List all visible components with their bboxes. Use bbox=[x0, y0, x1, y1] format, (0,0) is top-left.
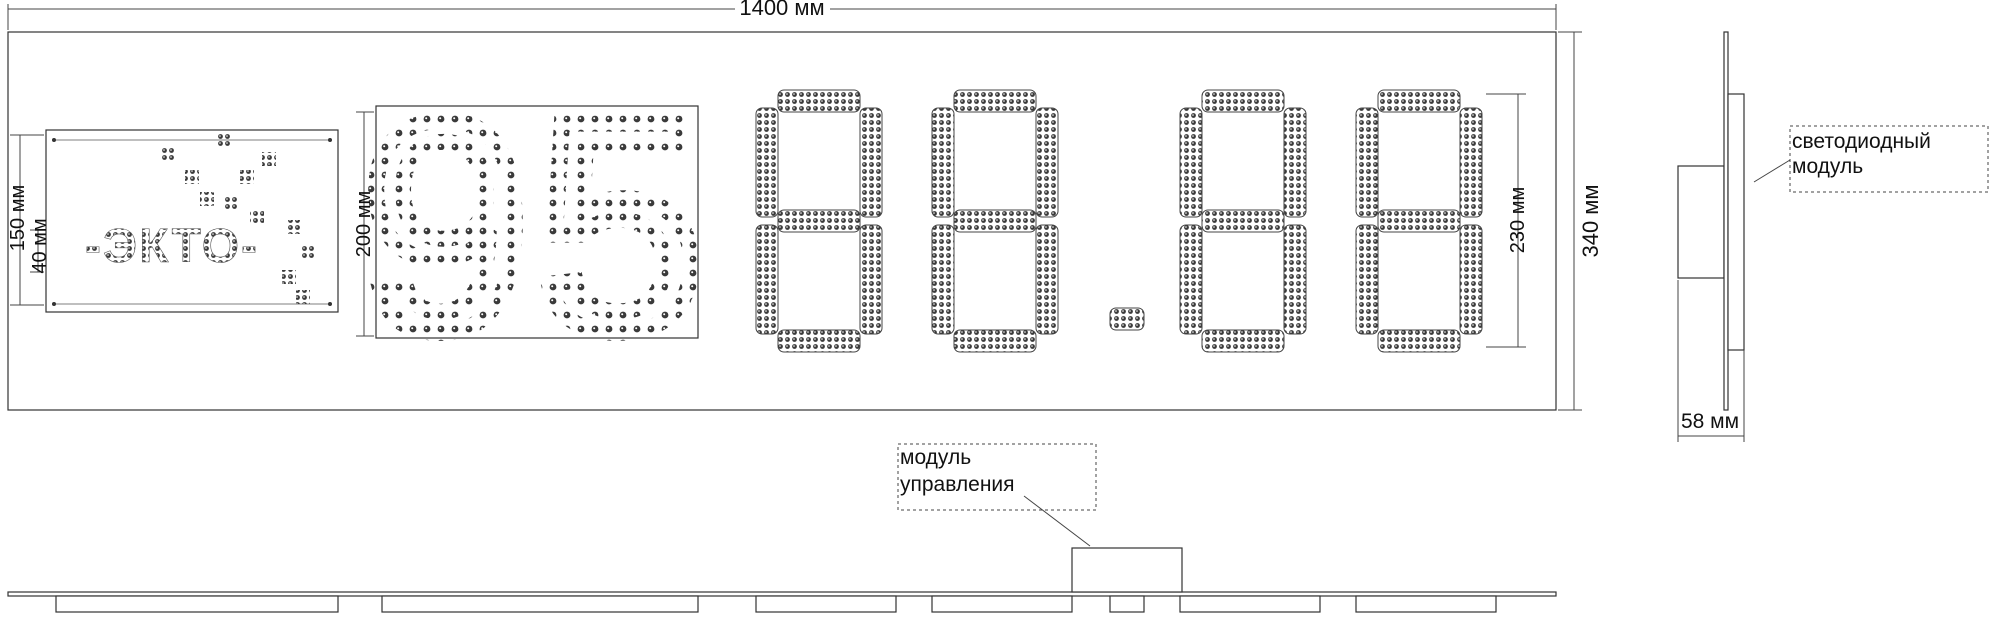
digit-segment-d bbox=[1377, 329, 1461, 353]
led-module-label-line2: модуль bbox=[1792, 155, 1863, 178]
logo-text-height-label: 40 мм bbox=[29, 218, 51, 273]
price-digit bbox=[1355, 89, 1483, 353]
digit-segment-c bbox=[1459, 224, 1483, 335]
decimal-point bbox=[1109, 307, 1145, 331]
grade-panel: 95 bbox=[354, 50, 712, 402]
price-display bbox=[755, 89, 1483, 353]
digit-segment-a bbox=[953, 89, 1037, 113]
digit-height-dimension bbox=[1486, 93, 1526, 348]
depth-label: 58 мм bbox=[1681, 410, 1739, 433]
logo-text: -ЭКТО- bbox=[85, 220, 259, 273]
digit-segment-e bbox=[931, 224, 955, 335]
grade-digits: 95 bbox=[362, 58, 712, 394]
bottom-view bbox=[7, 547, 1557, 613]
digit-height-label: 230 мм bbox=[1507, 187, 1529, 253]
digit-segment-e bbox=[1179, 224, 1203, 335]
height-label: 340 мм bbox=[1578, 184, 1603, 257]
led-module-callout: светодиодный модуль bbox=[1753, 125, 1989, 193]
logo-panel: -ЭКТО- bbox=[45, 129, 339, 313]
grade-height-label: 200 мм bbox=[353, 191, 375, 257]
grade-height-dimension bbox=[356, 111, 374, 337]
digit-segment-c bbox=[859, 224, 883, 335]
led-module-label-line1: светодиодный bbox=[1792, 130, 1931, 153]
control-module-label-line1: модуль bbox=[900, 446, 971, 469]
digit-segment-f bbox=[931, 107, 955, 218]
side-view bbox=[1677, 31, 1745, 411]
digit-segment-b bbox=[1459, 107, 1483, 218]
digit-segment-g bbox=[777, 209, 861, 233]
digit-segment-b bbox=[1283, 107, 1307, 218]
price-digit bbox=[1179, 89, 1307, 353]
logo-sparkle-leds bbox=[160, 134, 314, 304]
digit-segment-b bbox=[859, 107, 883, 218]
digit-segment-d bbox=[953, 329, 1037, 353]
height-dimension bbox=[1558, 31, 1582, 411]
digit-segment-d bbox=[777, 329, 861, 353]
digit-segment-f bbox=[755, 107, 779, 218]
price-digit bbox=[755, 89, 883, 353]
width-label: 1400 мм bbox=[739, 0, 824, 20]
digit-segment-a bbox=[1201, 89, 1285, 113]
control-module-callout: модуль управления bbox=[897, 443, 1097, 547]
digit-segment-a bbox=[1377, 89, 1461, 113]
width-dimension bbox=[7, 4, 1557, 30]
digit-segment-g bbox=[953, 209, 1037, 233]
digit-segment-f bbox=[1355, 107, 1379, 218]
logo-height-label: 150 мм bbox=[7, 185, 29, 251]
price-digit bbox=[931, 89, 1059, 353]
digit-segment-c bbox=[1283, 224, 1307, 335]
digit-segment-d bbox=[1201, 329, 1285, 353]
digit-segment-c bbox=[1035, 224, 1059, 335]
digit-segment-g bbox=[1201, 209, 1285, 233]
digit-segment-g bbox=[1377, 209, 1461, 233]
digit-segment-f bbox=[1179, 107, 1203, 218]
digit-segment-e bbox=[755, 224, 779, 335]
digit-segment-a bbox=[777, 89, 861, 113]
digit-segment-b bbox=[1035, 107, 1059, 218]
depth-dimension bbox=[1677, 280, 1745, 442]
logo-height-dimension bbox=[10, 134, 44, 306]
control-module-label-line2: управления bbox=[900, 473, 1015, 496]
digit-segment-e bbox=[1355, 224, 1379, 335]
